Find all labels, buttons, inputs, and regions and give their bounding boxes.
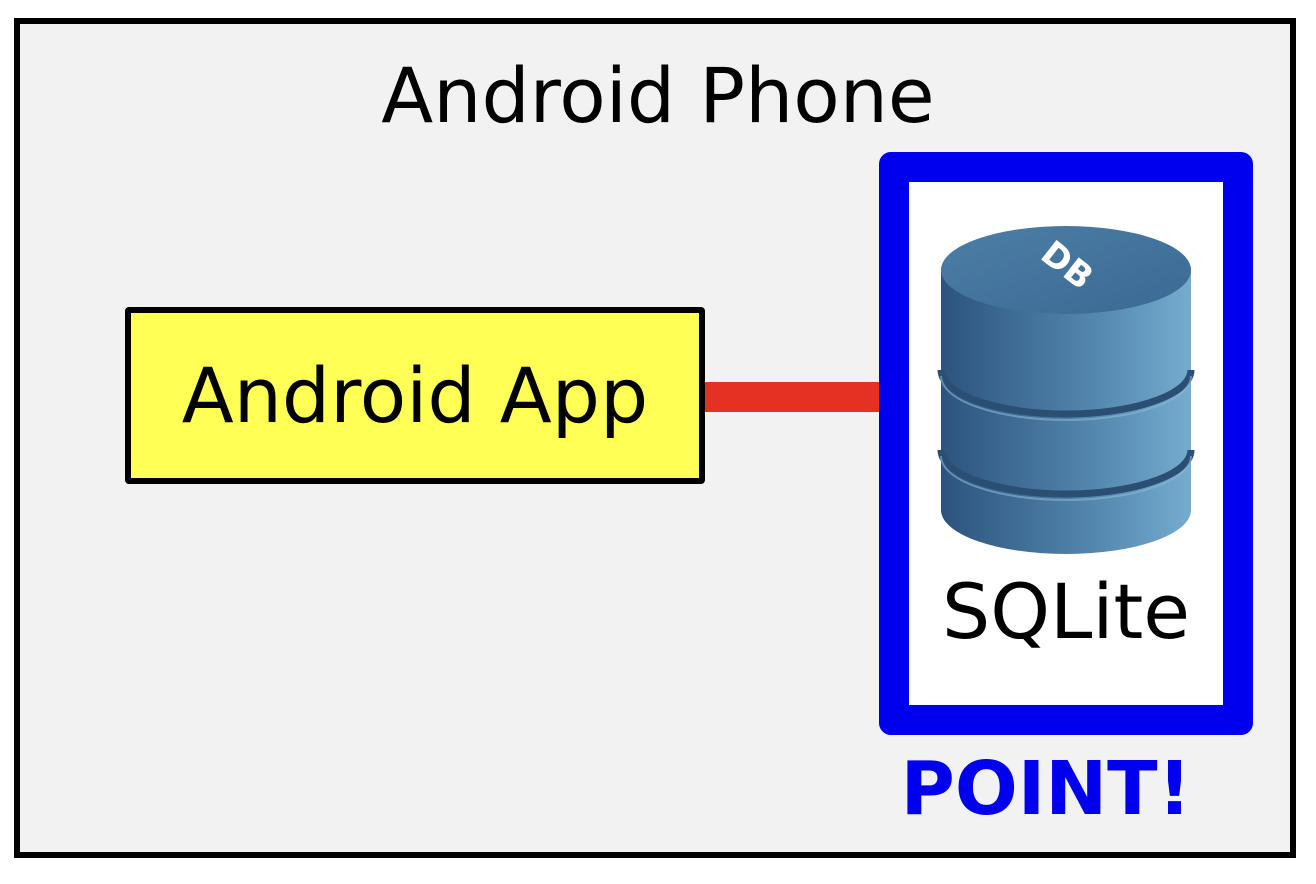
database-icon: DB	[937, 210, 1195, 556]
point-callout: POINT!	[900, 746, 1192, 832]
phone-title: Android Phone	[381, 51, 935, 140]
sqlite-label: SQLite	[941, 567, 1191, 656]
android-app-label: Android App	[181, 350, 649, 440]
android-app-box: Android App	[125, 307, 705, 484]
